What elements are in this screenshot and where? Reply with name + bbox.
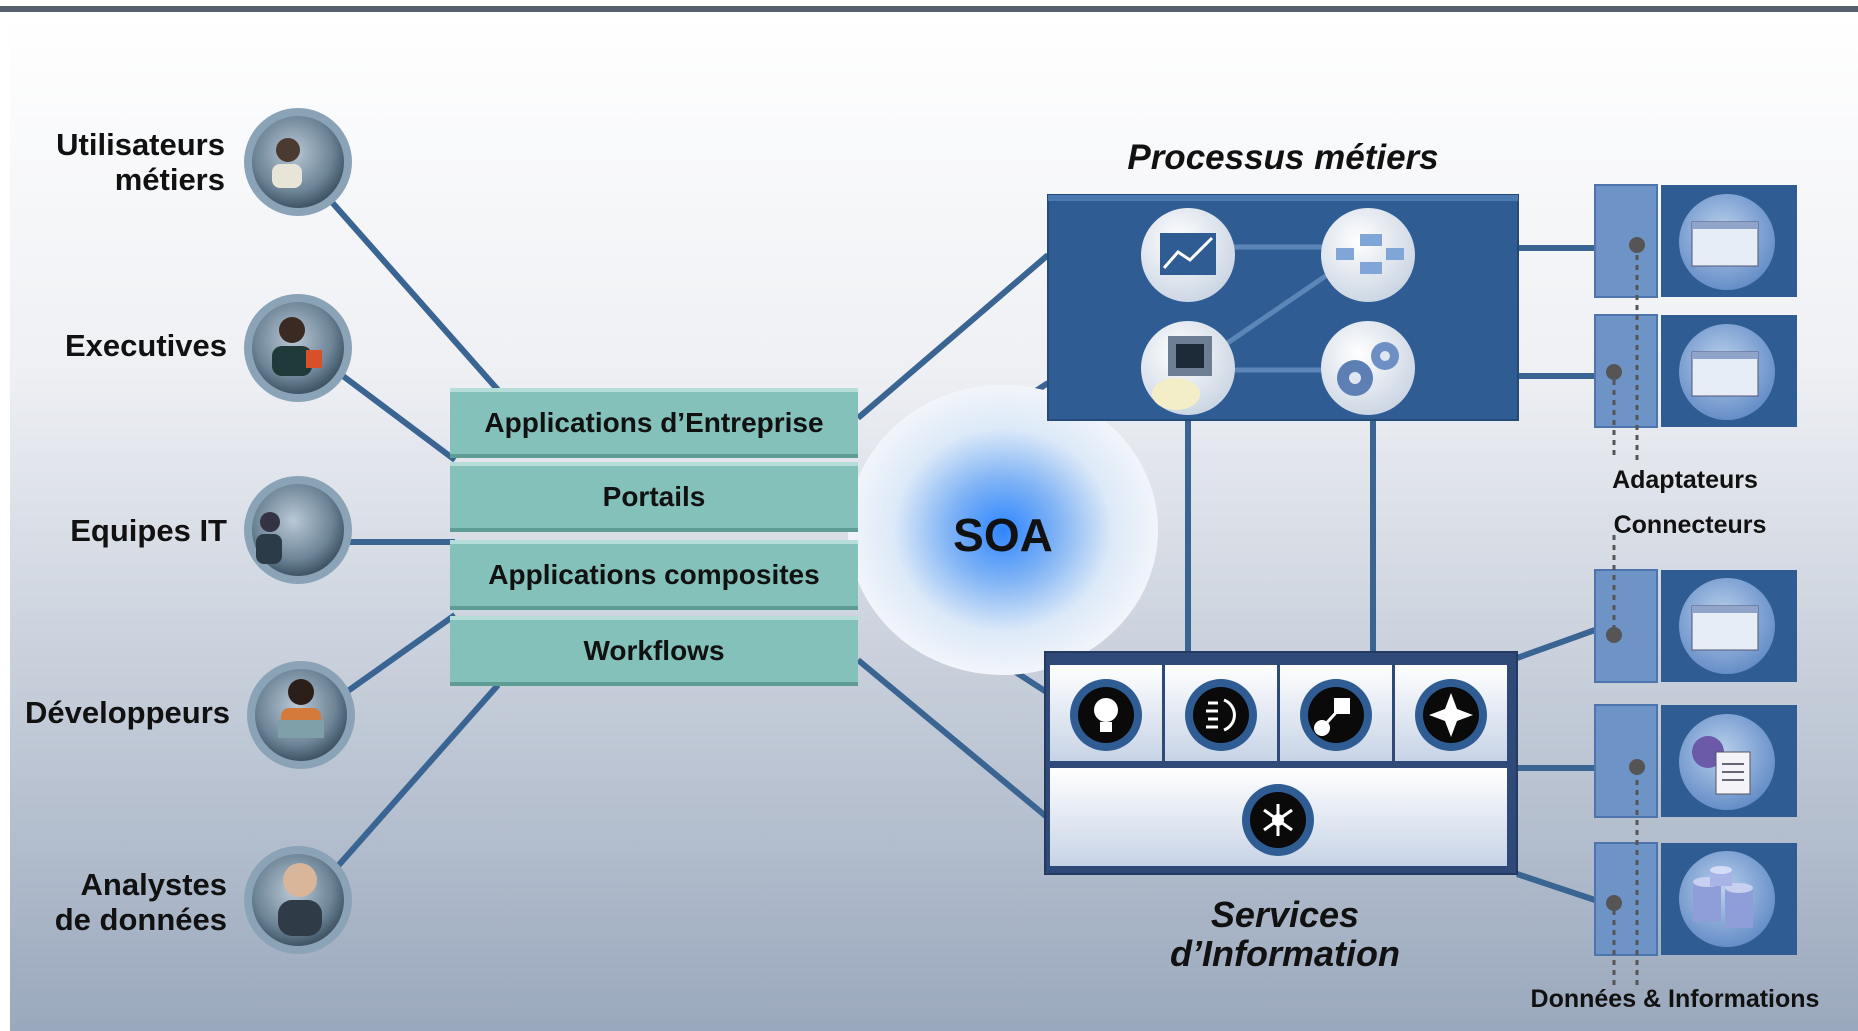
business-processes-title: Processus métiers bbox=[1127, 138, 1439, 177]
stack-layer-portals: Portails bbox=[450, 462, 858, 532]
top-rule bbox=[0, 6, 1858, 12]
data-information-label: Données & Informations bbox=[1530, 985, 1820, 1013]
actor-executives bbox=[244, 294, 352, 402]
information-services-box bbox=[1044, 651, 1518, 875]
application-window-icon bbox=[1691, 351, 1759, 397]
people-meeting-photo-icon bbox=[252, 116, 344, 208]
flow-diagram-icon bbox=[1321, 208, 1415, 302]
actor-label-developers: Développeurs bbox=[24, 695, 230, 730]
person-monitor-icon bbox=[1141, 321, 1235, 415]
compass-icon bbox=[1415, 679, 1487, 751]
actor-label-executives: Executives bbox=[65, 328, 227, 363]
adapters-label: Adaptateurs bbox=[1612, 466, 1758, 494]
application-window-icon bbox=[1691, 605, 1759, 651]
connectors-label: Connecteurs bbox=[1613, 511, 1767, 539]
trend-chart-icon bbox=[1141, 208, 1235, 302]
network-hub-icon bbox=[1242, 784, 1314, 856]
cube-link-icon bbox=[1300, 679, 1372, 751]
stack-layer-composite-apps: Applications composites bbox=[450, 540, 858, 610]
business-processes-box bbox=[1047, 194, 1519, 421]
endpoint-connector-2 bbox=[1594, 704, 1797, 818]
endpoint-adapter-2 bbox=[1594, 314, 1797, 428]
stack-layer-enterprise-apps: Applications d’Entreprise bbox=[450, 388, 858, 458]
actor-data-analysts bbox=[244, 846, 352, 954]
endpoint-data bbox=[1594, 842, 1797, 956]
endpoint-connector-1 bbox=[1594, 569, 1797, 683]
soa-label: SOA bbox=[953, 509, 1053, 561]
adapter-dots bbox=[1606, 237, 1645, 911]
adapter-dotted-lines bbox=[1612, 245, 1639, 985]
endpoint-adapter-1 bbox=[1594, 184, 1797, 298]
gear-document-icon bbox=[1692, 736, 1751, 795]
information-services-title: Services d’Information bbox=[1170, 894, 1400, 974]
gears-icon bbox=[1321, 321, 1415, 415]
lightbulb-icon bbox=[1070, 679, 1142, 751]
transform-icon bbox=[1185, 679, 1257, 751]
soa-cloud bbox=[848, 385, 1158, 675]
actor-business-users bbox=[244, 108, 352, 216]
actor-developers bbox=[247, 661, 355, 769]
database-cylinders-icon bbox=[1693, 866, 1753, 928]
stack-layer-workflows: Workflows bbox=[450, 616, 858, 686]
application-window-icon bbox=[1691, 221, 1759, 267]
actor-it-teams bbox=[244, 476, 352, 584]
actor-label-it-teams: Equipes IT bbox=[70, 513, 227, 548]
